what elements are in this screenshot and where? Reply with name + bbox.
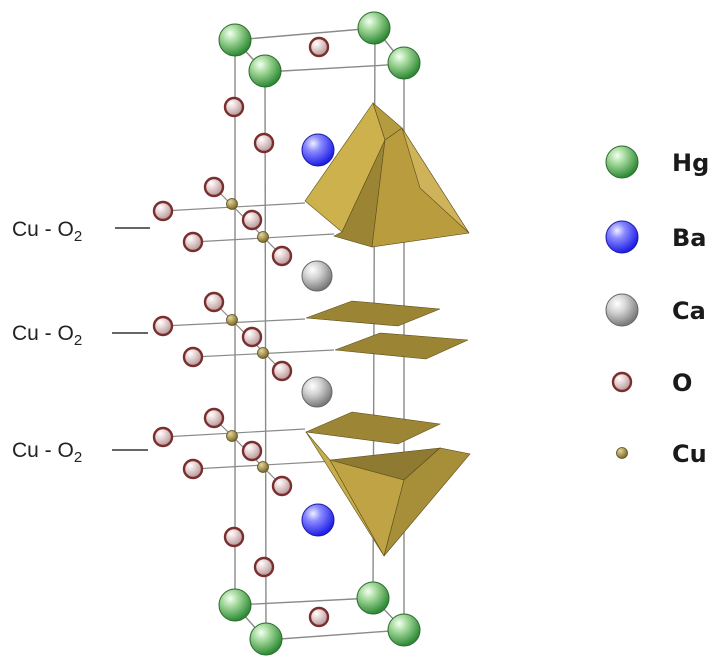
legend-ca-swatch	[605, 293, 639, 327]
cu-atom	[226, 430, 238, 442]
legend-ba-label: Ba	[672, 224, 707, 252]
o-atom	[271, 475, 293, 497]
upper-pyramid	[304, 102, 470, 248]
o-atom	[203, 176, 225, 198]
hg-atoms	[218, 11, 421, 656]
svg-text:Cu - O2: Cu - O2	[12, 439, 82, 466]
layer-label-text: Cu - O	[12, 439, 74, 462]
legend-o-swatch	[611, 371, 633, 393]
layer-label-middle: Cu - O2	[12, 322, 148, 349]
ca-atom	[301, 376, 333, 408]
cu-atom	[257, 231, 269, 243]
hg-atom	[218, 23, 252, 57]
lower-pyramid	[304, 411, 471, 557]
svg-text:Cu - O2: Cu - O2	[12, 218, 82, 245]
legend: Hg Ba Ca O Cu	[605, 145, 709, 468]
o-atom	[223, 526, 245, 548]
o-atom	[271, 245, 293, 267]
legend-item-cu: Cu	[616, 440, 707, 468]
o-atom	[182, 458, 204, 480]
layer-label-subscript: 2	[74, 228, 82, 245]
o-atom	[223, 96, 245, 118]
o-atom	[253, 132, 275, 154]
layer-label-subscript: 2	[74, 332, 82, 349]
ca-atoms	[301, 260, 333, 408]
legend-hg-swatch	[605, 145, 639, 179]
hg-atom	[387, 613, 421, 647]
o-atom	[308, 36, 330, 58]
o-atom	[308, 606, 330, 628]
o-atoms	[152, 36, 330, 628]
o-atom	[271, 360, 293, 382]
o-atom	[203, 407, 225, 429]
cu-atom	[257, 461, 269, 473]
legend-item-ca: Ca	[605, 293, 706, 327]
legend-item-ba: Ba	[605, 220, 707, 254]
o-atom	[152, 426, 174, 448]
cu-atom	[257, 347, 269, 359]
legend-ca-label: Ca	[672, 297, 706, 325]
legend-item-o: O	[611, 369, 692, 397]
legend-cu-swatch	[616, 447, 628, 459]
o-atom	[152, 315, 174, 337]
ba-atoms	[301, 133, 335, 537]
layer-label-subscript: 2	[74, 449, 82, 466]
o-atom	[182, 231, 204, 253]
o-atom	[182, 346, 204, 368]
layer-label-text: Cu - O	[12, 322, 74, 345]
o-atom	[241, 209, 263, 231]
legend-o-label: O	[672, 369, 692, 397]
o-atom	[253, 556, 275, 578]
legend-item-hg: Hg	[605, 145, 709, 179]
lower-cuo2-plane	[334, 332, 469, 360]
hg-atom	[249, 622, 283, 656]
ba-atom	[301, 503, 335, 537]
hg-atom	[248, 54, 282, 88]
upper-cuo2-plane	[305, 300, 441, 327]
legend-cu-label: Cu	[672, 440, 707, 468]
cu-atom	[226, 314, 238, 326]
ba-atom	[301, 133, 335, 167]
ca-atom	[301, 260, 333, 292]
layer-label-text: Cu - O	[12, 218, 74, 241]
o-atom	[152, 200, 174, 222]
cu-atoms	[226, 198, 269, 473]
o-atom	[241, 326, 263, 348]
o-atom	[203, 291, 225, 313]
cu-atom	[226, 198, 238, 210]
hg-atom	[218, 588, 252, 622]
layer-label-upper: Cu - O2	[12, 218, 150, 245]
svg-text:Cu - O2: Cu - O2	[12, 322, 82, 349]
hg-atom	[357, 11, 391, 45]
legend-ba-swatch	[605, 220, 639, 254]
layer-label-lower: Cu - O2	[12, 439, 148, 466]
hg-atom	[387, 46, 421, 80]
legend-hg-label: Hg	[672, 149, 709, 177]
o-atom	[241, 440, 263, 462]
hg-atom	[356, 581, 390, 615]
